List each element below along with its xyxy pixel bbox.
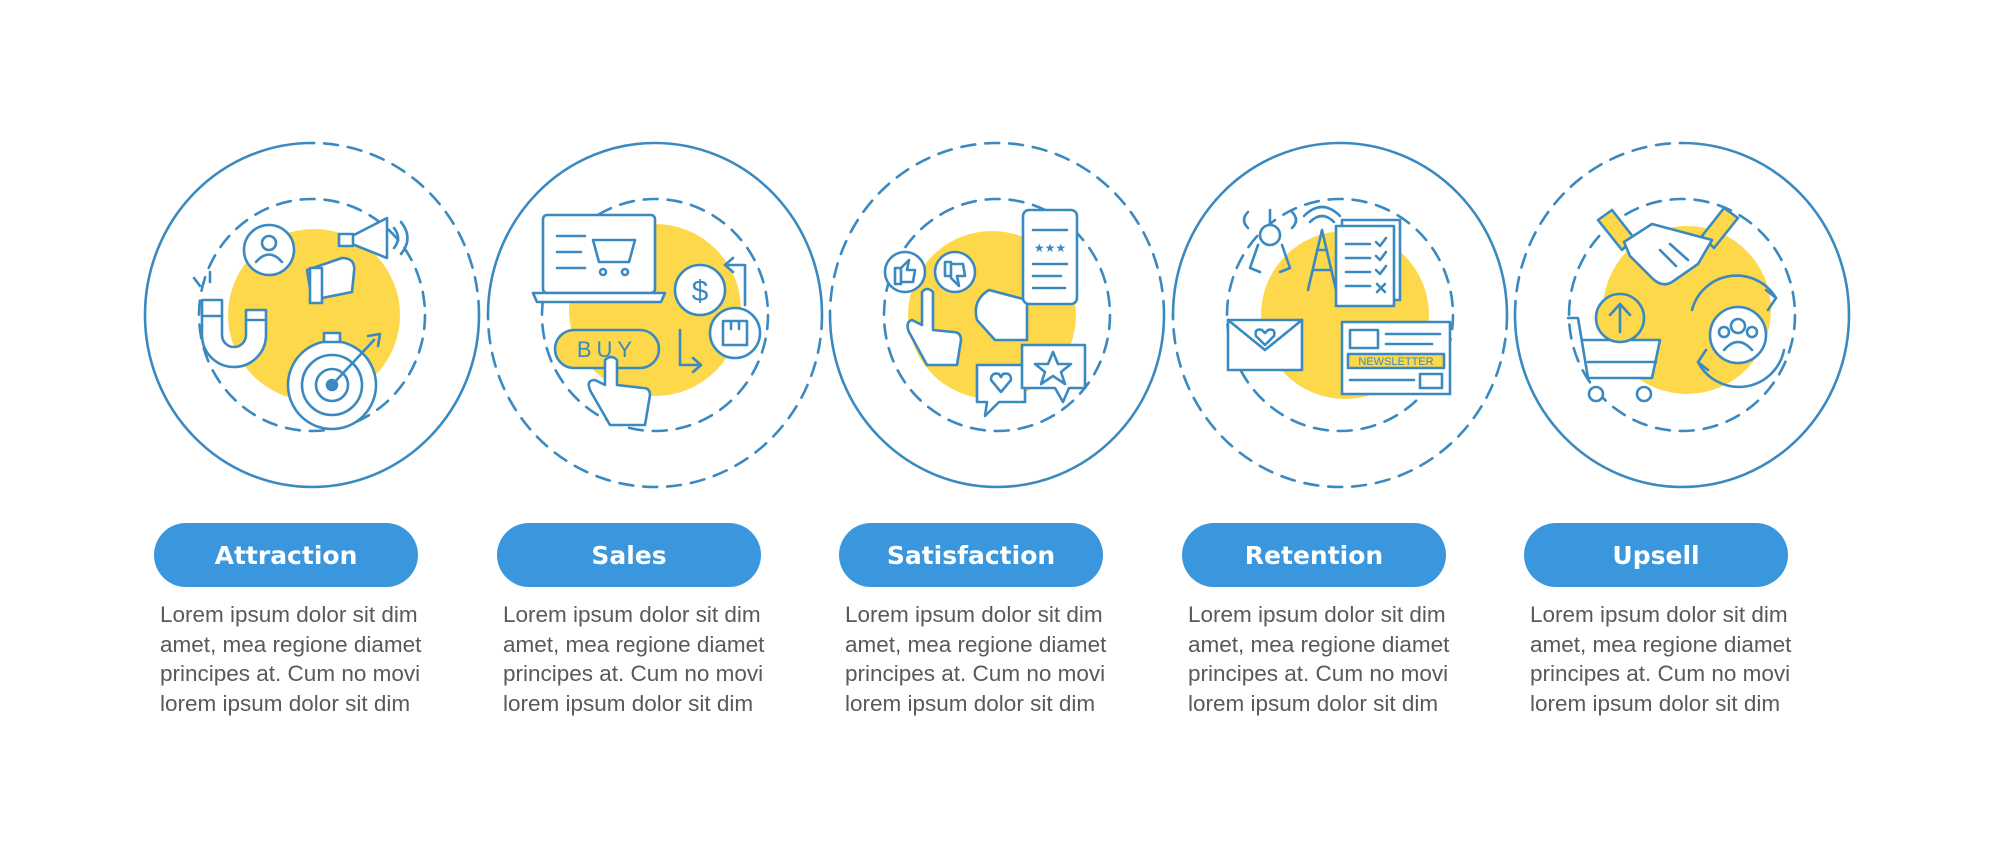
label-pill-sales: Sales bbox=[497, 523, 761, 587]
description-line: amet, mea regione diamet bbox=[1530, 631, 1792, 657]
step-sales: $ BUY bbox=[485, 0, 825, 861]
description-line: lorem ipsum dolor sit dim bbox=[160, 690, 411, 716]
step-satisfaction: ★★★ Satisfaction Lorem ipsum dolor sit d… bbox=[827, 0, 1167, 861]
cycle-arrow-icon bbox=[678, 256, 747, 374]
newsletter-text: NEWSLETTER bbox=[1358, 356, 1433, 368]
outer-ring-dashed bbox=[828, 141, 1166, 317]
thumbs-up-icon bbox=[883, 250, 927, 294]
antenna-tower-icon bbox=[1302, 205, 1342, 292]
phone-rating-icon: ★★★ bbox=[974, 208, 1079, 342]
outer-ring-dashed bbox=[486, 313, 824, 489]
pointing-hand-icon bbox=[906, 287, 963, 367]
customer-group-cycle-icon bbox=[1690, 274, 1786, 389]
inner-ring-dashed bbox=[882, 197, 1112, 433]
outer-ring-dashed bbox=[1513, 141, 1684, 317]
description-retention: Lorem ipsum dolor sit dim amet, mea regi… bbox=[1188, 600, 1488, 718]
buy-button-text: BUY bbox=[577, 337, 637, 362]
laptop-cart-icon bbox=[531, 213, 667, 304]
description-line: amet, mea regione diamet bbox=[160, 631, 422, 657]
magnet-icon bbox=[192, 270, 268, 369]
outer-ring-solid bbox=[486, 141, 824, 317]
description-line: amet, mea regione diamet bbox=[503, 631, 765, 657]
description-line: principes at. Cum no movi bbox=[503, 661, 764, 686]
label-pill-upsell: Upsell bbox=[1524, 523, 1788, 587]
description-line: Lorem ipsum dolor sit dim bbox=[1188, 602, 1446, 627]
shopping-cart-up-icon bbox=[1566, 292, 1662, 403]
label-pill-satisfaction: Satisfaction bbox=[839, 523, 1103, 587]
description-sales: Lorem ipsum dolor sit dim amet, mea regi… bbox=[503, 600, 803, 718]
outer-ring-solid bbox=[1513, 141, 1851, 489]
description-upsell: Lorem ipsum dolor sit dim amet, mea regi… bbox=[1530, 600, 1830, 718]
outer-ring-dashed bbox=[1171, 313, 1509, 489]
label-pill-retention: Retention bbox=[1182, 523, 1446, 587]
pointing-hand-icon bbox=[587, 355, 652, 427]
description-line: principes at. Cum no movi bbox=[1530, 661, 1791, 686]
description-line: Lorem ipsum dolor sit dim bbox=[1530, 602, 1788, 627]
megaphone-icon bbox=[337, 216, 409, 260]
step-upsell: Upsell Lorem ipsum dolor sit dim amet, m… bbox=[1512, 0, 1852, 861]
satisfaction-illustration: ★★★ bbox=[827, 140, 1167, 490]
description-line: amet, mea regione diamet bbox=[845, 631, 1107, 657]
inner-ring-dashed bbox=[1567, 197, 1797, 433]
description-line: principes at. Cum no movi bbox=[160, 661, 421, 686]
stopwatch-target-icon bbox=[286, 331, 382, 431]
outer-ring-solid bbox=[1171, 141, 1509, 317]
description-satisfaction: Lorem ipsum dolor sit dim amet, mea regi… bbox=[845, 600, 1145, 718]
outer-ring-solid bbox=[143, 141, 481, 489]
newsletter-icon: NEWSLETTER bbox=[1340, 320, 1452, 396]
description-line: amet, mea regione diamet bbox=[1188, 631, 1450, 657]
attraction-illustration bbox=[142, 140, 482, 490]
step-retention: NEWSLETTER Retention Lorem ipsum dolor s… bbox=[1170, 0, 1510, 861]
description-line: Lorem ipsum dolor sit dim bbox=[845, 602, 1103, 627]
dollar-coin-icon: $ bbox=[673, 263, 727, 317]
inner-ring-dashed bbox=[1225, 197, 1455, 433]
robot-arm-icon bbox=[1242, 208, 1298, 274]
checklist-icon bbox=[1334, 218, 1402, 308]
thumbs-down-icon bbox=[933, 250, 977, 294]
description-line: lorem ipsum dolor sit dim bbox=[1188, 690, 1439, 716]
description-line: lorem ipsum dolor sit dim bbox=[845, 690, 1096, 716]
chat-star-icon bbox=[1020, 343, 1087, 404]
description-line: lorem ipsum dolor sit dim bbox=[503, 690, 754, 716]
svg-text:$: $ bbox=[692, 275, 709, 308]
envelope-heart-icon bbox=[1226, 318, 1304, 372]
outer-ring-dashed bbox=[310, 141, 481, 317]
description-line: principes at. Cum no movi bbox=[845, 661, 1106, 686]
upsell-illustration bbox=[1512, 140, 1852, 490]
outer-ring-solid bbox=[828, 313, 1166, 489]
svg-text:★★★: ★★★ bbox=[1034, 241, 1066, 255]
label-pill-attraction: Attraction bbox=[154, 523, 418, 587]
sales-illustration: $ BUY bbox=[485, 140, 825, 490]
holding-hand-icon bbox=[305, 256, 356, 305]
description-line: principes at. Cum no movi bbox=[1188, 661, 1449, 686]
user-avatar-icon bbox=[242, 223, 296, 277]
handshake-icon bbox=[1596, 206, 1740, 286]
description-line: lorem ipsum dolor sit dim bbox=[1530, 690, 1781, 716]
inner-ring-dashed bbox=[197, 197, 427, 433]
description-line: Lorem ipsum dolor sit dim bbox=[160, 602, 418, 627]
package-icon bbox=[708, 306, 762, 360]
inner-ring-dashed bbox=[540, 197, 770, 433]
description-attraction: Lorem ipsum dolor sit dim amet, mea regi… bbox=[160, 600, 460, 718]
description-line: Lorem ipsum dolor sit dim bbox=[503, 602, 761, 627]
step-attraction: Attraction Lorem ipsum dolor sit dim ame… bbox=[142, 0, 482, 861]
retention-illustration: NEWSLETTER bbox=[1170, 140, 1510, 490]
chat-heart-icon bbox=[975, 363, 1027, 418]
